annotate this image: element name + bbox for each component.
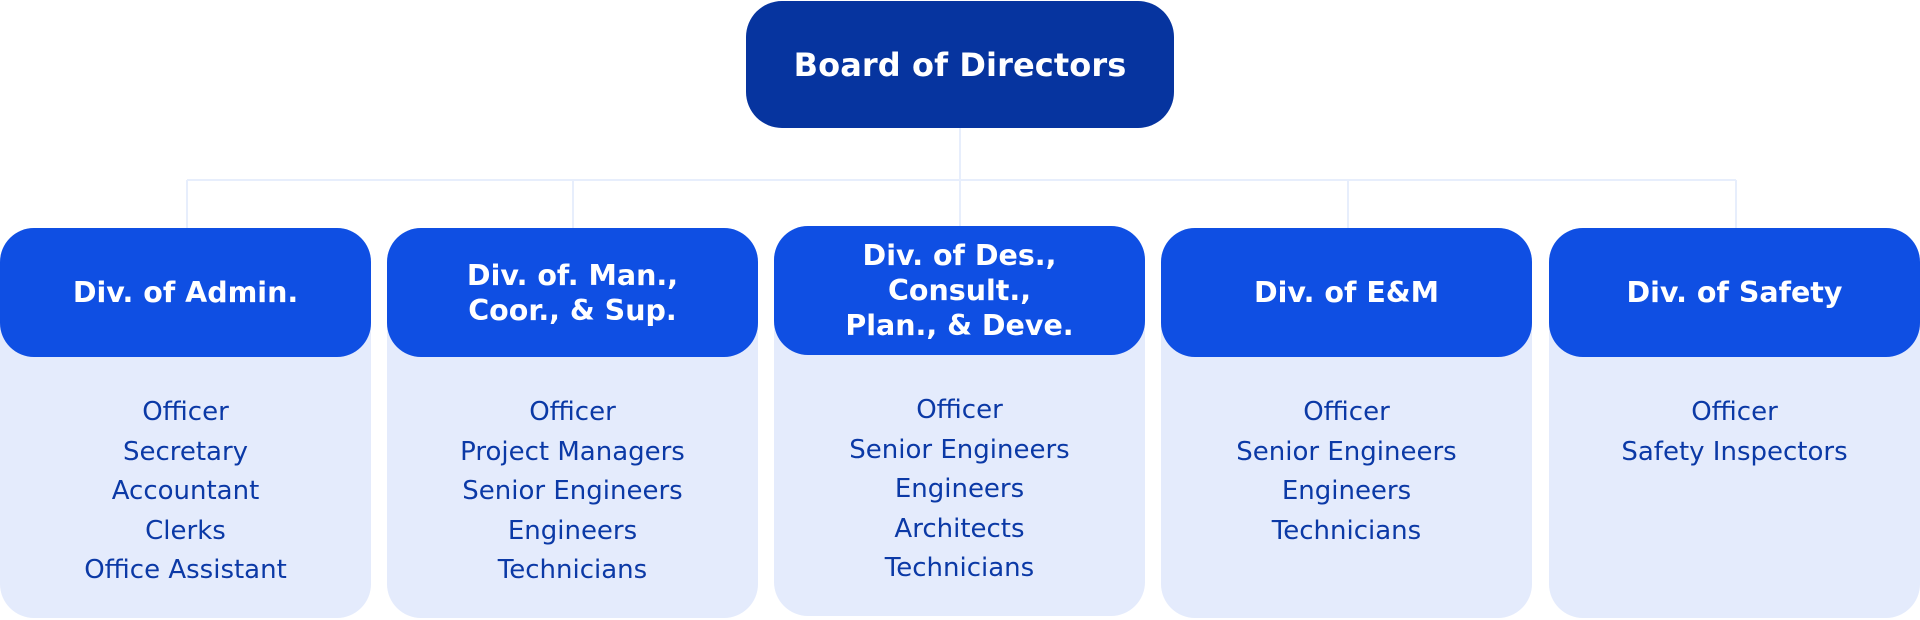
division-header: Div. of E&M (1161, 228, 1532, 357)
role-item: Accountant (111, 476, 260, 506)
role-item: Senior Engineers (849, 434, 1070, 465)
role-item: Senior Engineers (462, 476, 683, 506)
role-item: Technicians (1271, 515, 1422, 546)
role-item: Officer (1691, 397, 1778, 427)
role-item: Officer (529, 397, 616, 427)
role-item: Project Managers (460, 436, 685, 467)
role-item: Secretary (122, 436, 249, 467)
division-header: Div. of. Man., Coor., & Sup. (387, 228, 758, 357)
board-of-directors-node: Board of Directors (746, 1, 1174, 128)
role-item: Engineers (1281, 476, 1412, 506)
role-item: Engineers (507, 515, 638, 546)
role-item: Technicians (884, 553, 1035, 583)
role-item: Office Assistant (84, 555, 287, 585)
role-item: Officer (142, 397, 229, 427)
role-item: Clerks (145, 515, 226, 546)
division-header: Div. of Safety (1549, 228, 1920, 357)
division-header: Div. of Des., Consult., Plan., & Deve. (774, 226, 1145, 355)
role-item: Architects (894, 513, 1025, 544)
role-item: Officer (1303, 397, 1390, 427)
role-item: Technicians (497, 555, 648, 585)
role-item: Safety Inspectors (1621, 436, 1848, 467)
role-item: Engineers (894, 474, 1025, 504)
role-item: Officer (916, 395, 1003, 425)
role-item: Senior Engineers (1236, 436, 1457, 467)
division-design: Div. of Des., Consult., Plan., & Deve. O… (774, 226, 1145, 616)
division-header: Div. of Admin. (0, 228, 371, 357)
